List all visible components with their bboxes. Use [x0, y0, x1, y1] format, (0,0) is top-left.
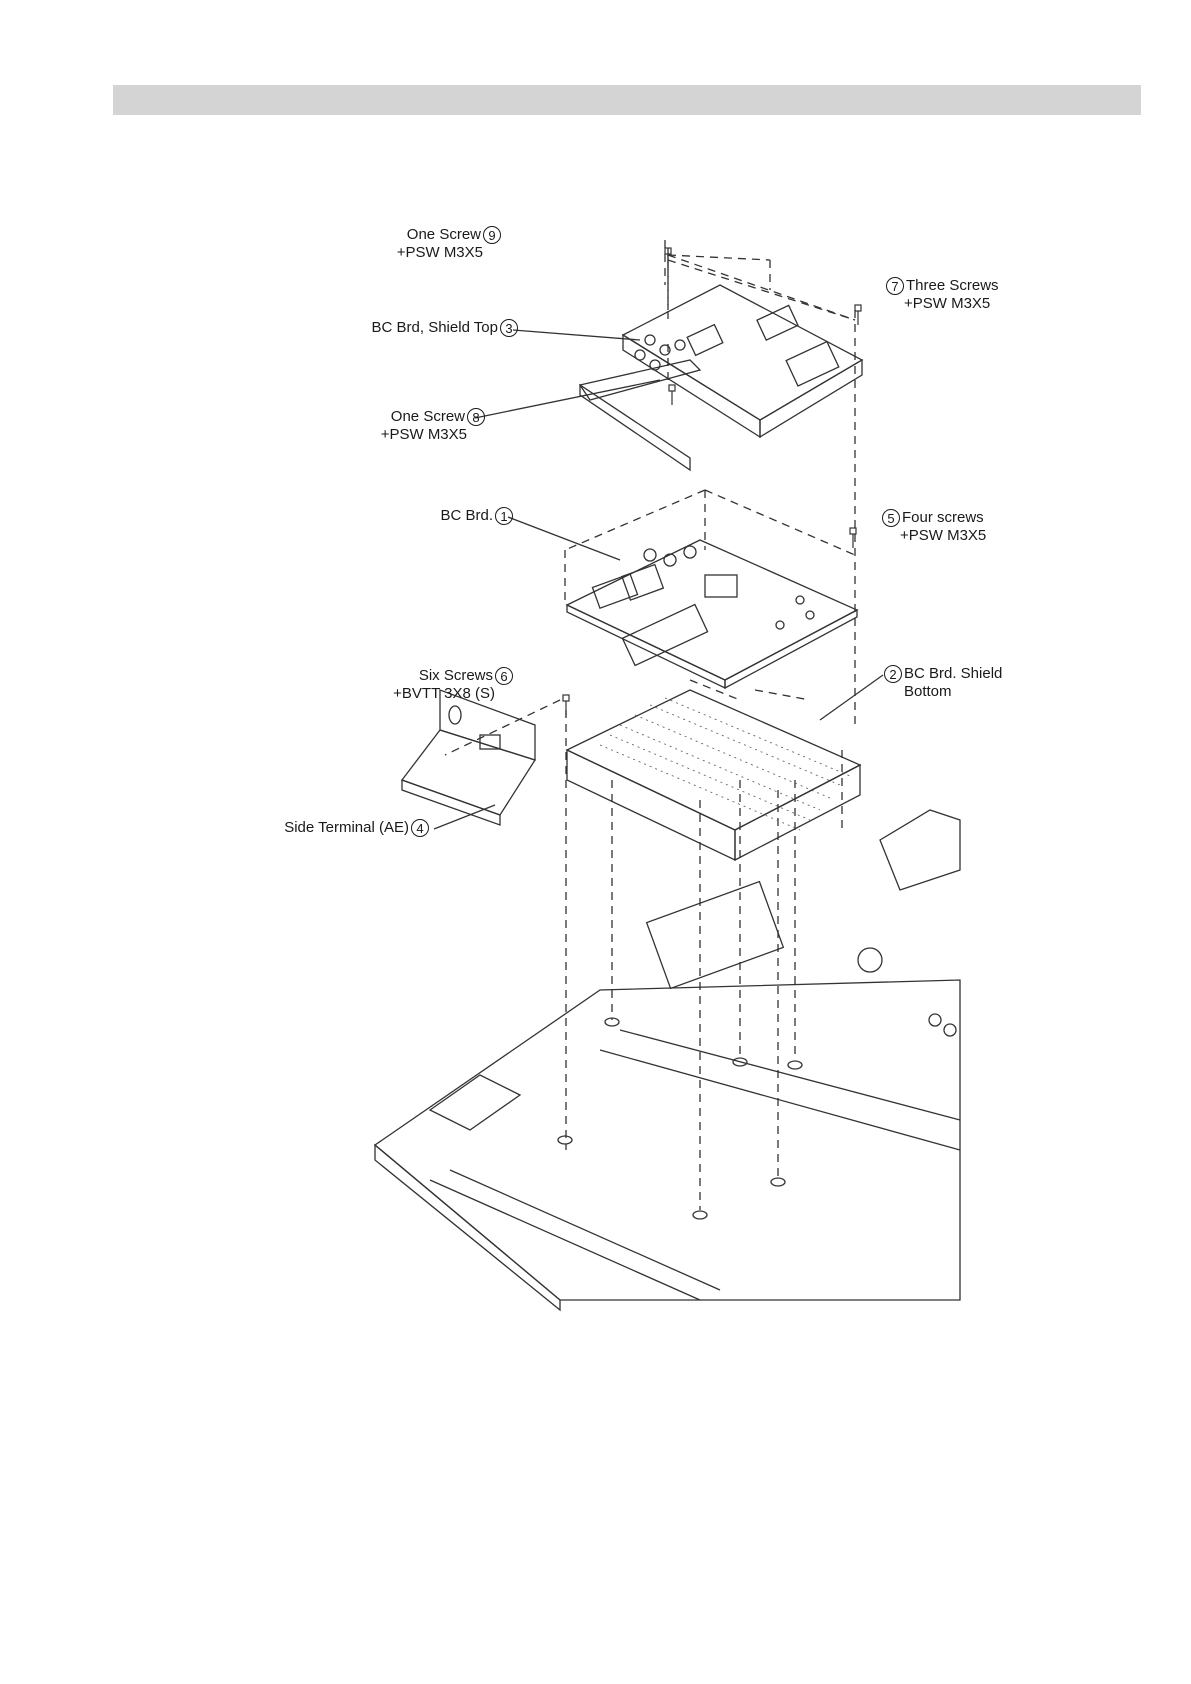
callout-number: 1: [495, 507, 513, 525]
bc-brd-shield-bottom-drawing: [567, 690, 860, 860]
bc-brd-shield-top-drawing: [580, 285, 862, 470]
callout-name: Three Screws: [906, 277, 999, 294]
callout-number: 6: [495, 667, 513, 685]
callout-name: Six Screws: [419, 667, 493, 684]
callout-spec: +PSW M3X5: [381, 426, 467, 443]
callout-spec: Bottom: [904, 683, 952, 700]
callout-number: 5: [882, 509, 900, 527]
chassis-drawing: [375, 810, 960, 1310]
callout-number: 9: [483, 226, 501, 244]
leader-lines: [434, 330, 883, 829]
callout-name: One Screw: [391, 408, 465, 425]
callout-spec: +BVTT 3X8 (S): [393, 685, 495, 702]
callout-number: 7: [886, 277, 904, 295]
callout-number: 3: [500, 319, 518, 337]
callout-name: BC Brd, Shield Top: [372, 319, 498, 336]
callout-side-terminal-4: Side Terminal (AE)4: [225, 819, 431, 837]
callout-spec: +PSW M3X5: [397, 244, 483, 261]
callout-name: Side Terminal (AE): [284, 819, 409, 836]
screw-icons: [563, 248, 861, 717]
callout-spec: +PSW M3X5: [904, 295, 990, 312]
callout-name: BC Brd. Shield: [904, 665, 1002, 682]
callout-name: One Screw: [407, 226, 481, 243]
callout-name: Four screws: [902, 509, 984, 526]
callout-bc-brd-1: BC Brd.1: [405, 507, 515, 525]
callout-name: BC Brd.: [440, 507, 493, 524]
callout-number: 2: [884, 665, 902, 683]
bc-brd-drawing: [567, 540, 857, 688]
callout-number: 4: [411, 819, 429, 837]
callout-number: 8: [467, 408, 485, 426]
callout-spec: +PSW M3X5: [900, 527, 986, 544]
side-terminal-drawing: [402, 690, 535, 825]
